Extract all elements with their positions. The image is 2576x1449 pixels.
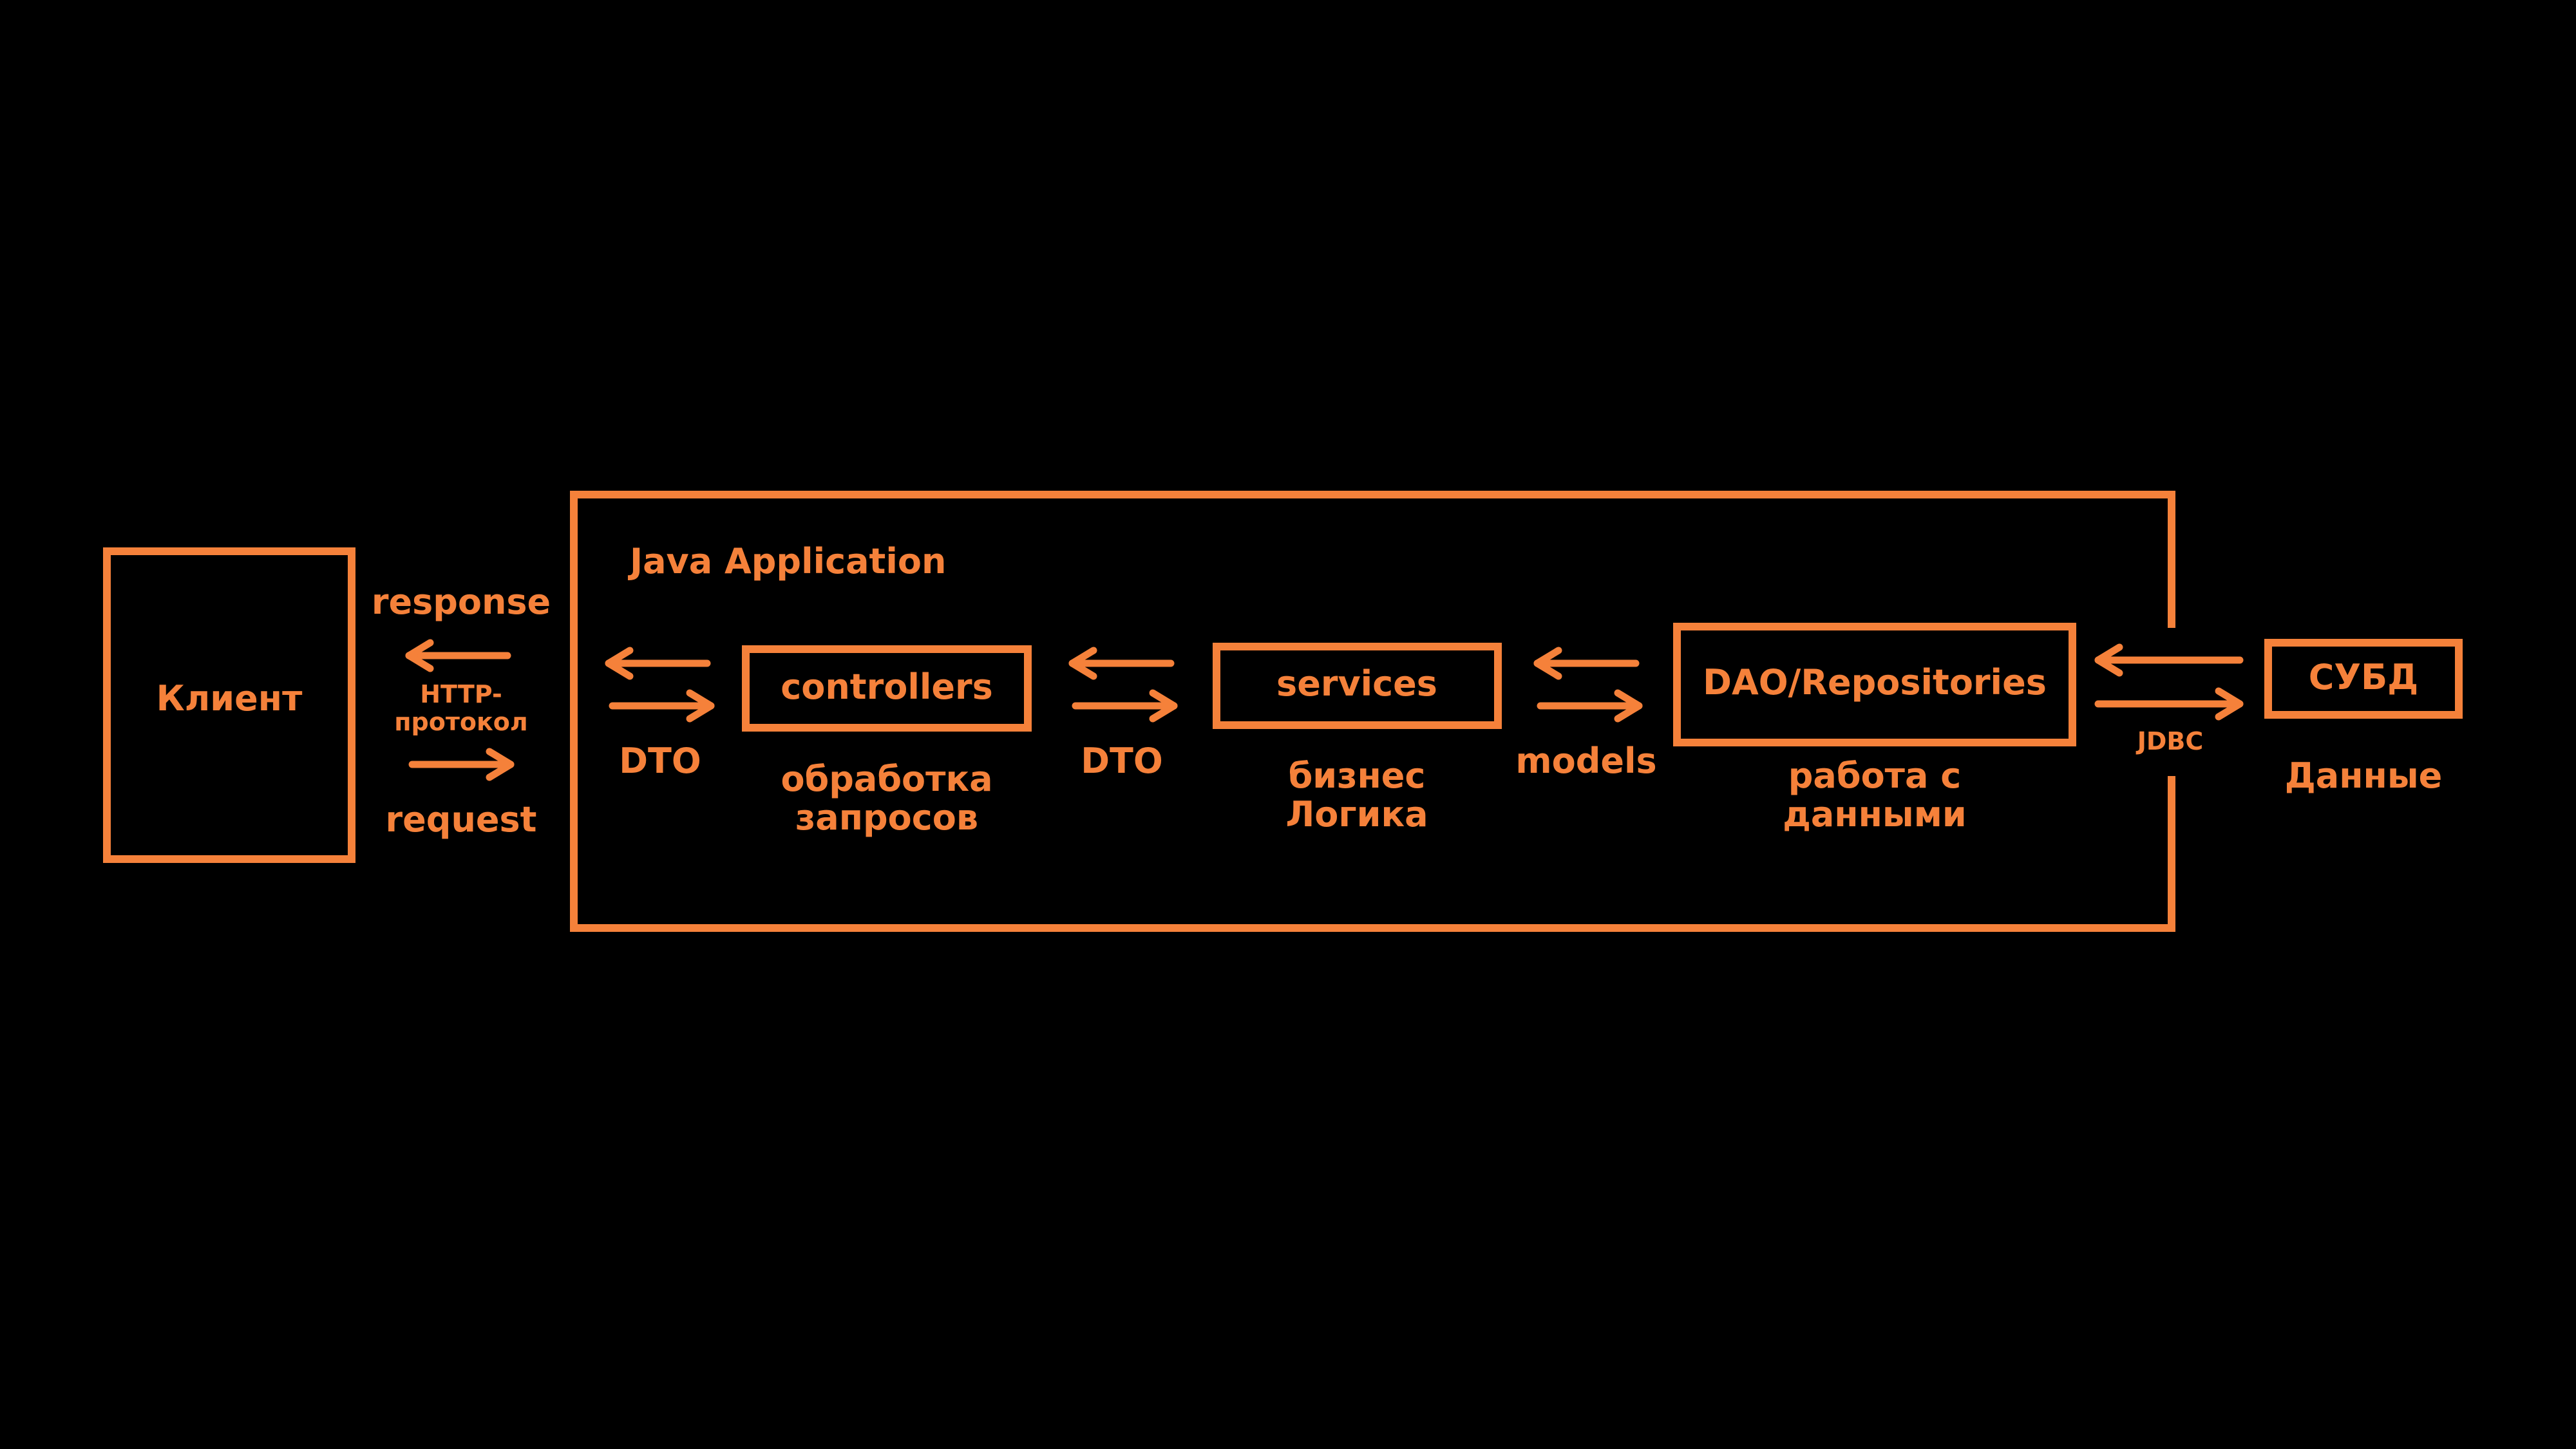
dao-repositories-box xyxy=(1673,623,2076,746)
controllers-label: controllers xyxy=(781,667,993,707)
jdbc-forward-arrow-icon xyxy=(2094,687,2244,721)
client-box xyxy=(103,547,355,863)
models-label: models xyxy=(1515,741,1657,781)
dto-middle-label: DTO xyxy=(1081,741,1163,781)
dbms-box xyxy=(2264,639,2463,719)
http-response-arrow-icon xyxy=(405,639,511,672)
dto-middle-forward-arrow-icon xyxy=(1072,689,1178,723)
jdbc-back-arrow-icon xyxy=(2094,643,2244,677)
http-request-arrow-icon xyxy=(408,748,515,781)
dto-middle-back-arrow-icon xyxy=(1068,647,1175,680)
jdbc-label: JDBC xyxy=(2137,727,2204,755)
request-label: request xyxy=(385,799,537,840)
services-label: services xyxy=(1276,663,1437,704)
dbms-caption: Данные xyxy=(2284,755,2443,796)
services-caption: бизнес Логика xyxy=(1285,755,1428,835)
services-box xyxy=(1213,643,1502,729)
dbms-label: СУБД xyxy=(2308,657,2419,697)
models-forward-arrow-icon xyxy=(1537,689,1643,723)
controllers-box xyxy=(742,645,1032,732)
dao-repositories-caption: работа с данными xyxy=(1783,755,1967,835)
response-label: response xyxy=(371,582,551,622)
java-application-title: Java Application xyxy=(630,541,947,582)
http-protocol-label: HTTP- протокол xyxy=(394,680,528,736)
controllers-caption: обработка запросов xyxy=(781,759,993,838)
dto-left-forward-arrow-icon xyxy=(609,689,715,723)
models-back-arrow-icon xyxy=(1533,647,1640,680)
java-application-container xyxy=(570,491,2175,932)
client-label: Клиент xyxy=(156,678,303,719)
dto-left-back-arrow-icon xyxy=(605,647,711,680)
dto-left-label: DTO xyxy=(619,741,701,781)
dao-repositories-label: DAO/Repositories xyxy=(1703,662,2047,703)
